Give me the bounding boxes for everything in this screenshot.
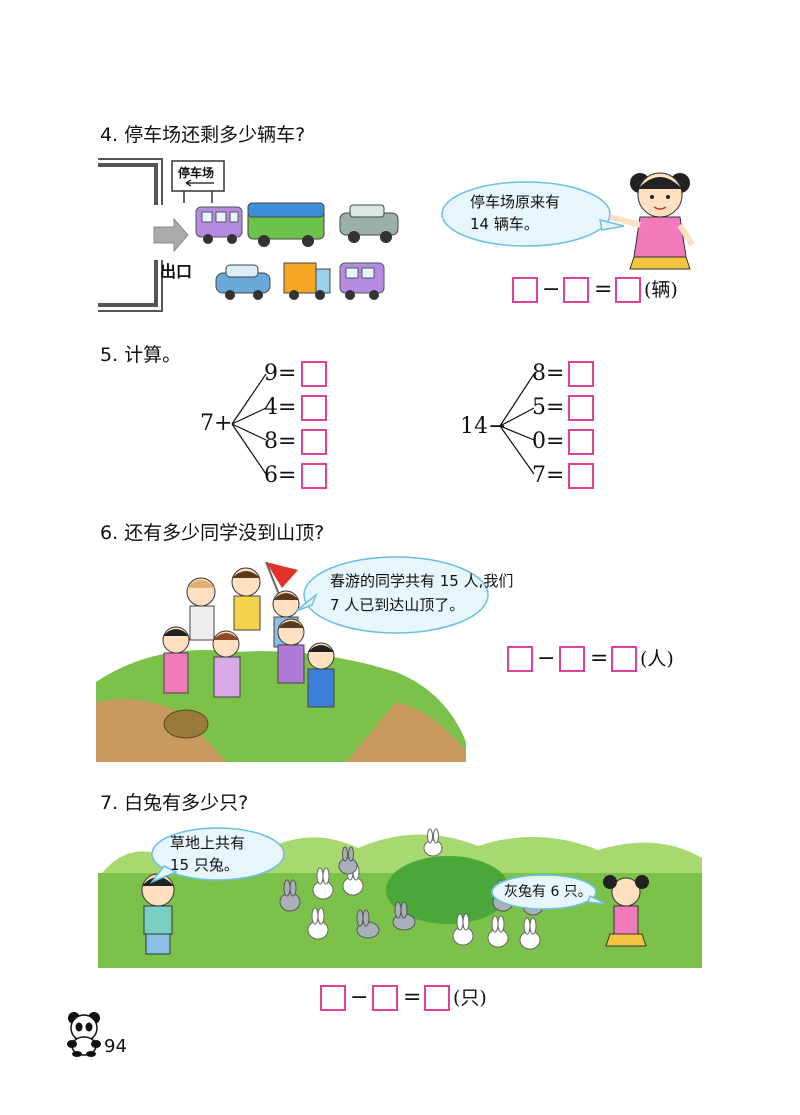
q5-title: 5. 计算。 (100, 344, 182, 366)
page-number: 94 (104, 1036, 127, 1057)
q5-right-answer-box-3[interactable] (568, 429, 594, 455)
parking-sign-label: 停车场 (178, 166, 215, 180)
q5-left-term-4: 6= (264, 463, 297, 488)
q5-right-branch-lines (499, 373, 535, 475)
q7-right-speech-text: 灰兔有 6 只。 (504, 884, 592, 900)
q7-minus-sign: − (350, 985, 369, 1010)
q6-answer-box-3[interactable] (611, 646, 637, 672)
q5-left-answer-box-4[interactable] (301, 463, 327, 489)
q5-right-answer-box-2[interactable] (568, 395, 594, 421)
q4-answer-box-2[interactable] (563, 277, 589, 303)
panda-icon (67, 1012, 101, 1057)
q5-left-base: 7+ (200, 411, 233, 436)
q5-left-term-3: 8= (264, 429, 297, 454)
q5-right-answer-box-4[interactable] (568, 463, 594, 489)
q7-equals-sign: = (403, 985, 422, 1010)
q7-left-speech-line-1: 草地上共有 (170, 834, 246, 852)
q6-speech-bubble (295, 556, 489, 634)
girl-pointing-illustration (609, 172, 695, 270)
q4-answer-box-3[interactable] (615, 277, 641, 303)
parking-lot-illustration (98, 158, 399, 312)
q5-right-base: 14− (460, 414, 507, 439)
q4-minus-sign: − (542, 277, 561, 302)
q4-equals-sign: = (594, 277, 613, 302)
q5-left-term-1: 9= (264, 361, 297, 386)
q6-answer-box-2[interactable] (559, 646, 585, 672)
q4-title: 4. 停车场还剩多少辆车? (100, 124, 306, 146)
q6-speech-line-2: 7 人已到达山顶了。 (330, 596, 465, 614)
q6-equals-sign: = (590, 646, 609, 671)
q5-left-term-2: 4= (264, 395, 297, 420)
q7-title: 7. 白兔有多少只? (100, 792, 249, 814)
q7-left-speech-bubble (149, 827, 285, 884)
car-icon (215, 264, 271, 300)
q6-unit: (人) (640, 648, 674, 670)
q4-answer-box-1[interactable] (512, 277, 538, 303)
q7-left-speech-line-2: 15 只兔。 (170, 856, 239, 874)
q5-right-answer-box-1[interactable] (568, 361, 594, 387)
q4-speech-line-2: 14 辆车。 (470, 215, 539, 233)
q7-answer-box-2[interactable] (372, 985, 398, 1011)
q5-right-term-3: 0= (532, 429, 565, 454)
q4-speech-bubble (441, 181, 625, 247)
q5-right-term-1: 8= (532, 361, 565, 386)
q6-title: 6. 还有多少同学没到山顶? (100, 522, 325, 544)
mountain-top-students-illustration (96, 561, 466, 762)
q5-right-term-4: 7= (532, 463, 565, 488)
exit-label: 出口 (160, 262, 193, 281)
q4-unit: (辆) (644, 279, 678, 301)
purple-bus-icon (195, 206, 243, 244)
q4-speech-line-1: 停车场原来有 (470, 193, 561, 211)
q7-unit: (只) (453, 987, 487, 1009)
q5-right-term-2: 5= (532, 395, 565, 420)
q5-left-answer-box-3[interactable] (301, 429, 327, 455)
q7-answer-box-3[interactable] (424, 985, 450, 1011)
q5-left-answer-box-1[interactable] (301, 361, 327, 387)
q6-speech-line-1: 春游的同学共有 15 人,我们 (330, 572, 514, 590)
truck-icon (283, 262, 331, 300)
q7-right-speech-bubble (491, 874, 607, 910)
q5-left-answer-box-2[interactable] (301, 395, 327, 421)
q6-minus-sign: − (537, 646, 556, 671)
q6-answer-box-1[interactable] (507, 646, 533, 672)
green-bus-icon (247, 202, 325, 247)
q7-answer-box-1[interactable] (320, 985, 346, 1011)
jeep-icon (339, 204, 399, 243)
purple-minibus-icon (339, 262, 385, 300)
q5-left-branch-lines (231, 373, 267, 475)
